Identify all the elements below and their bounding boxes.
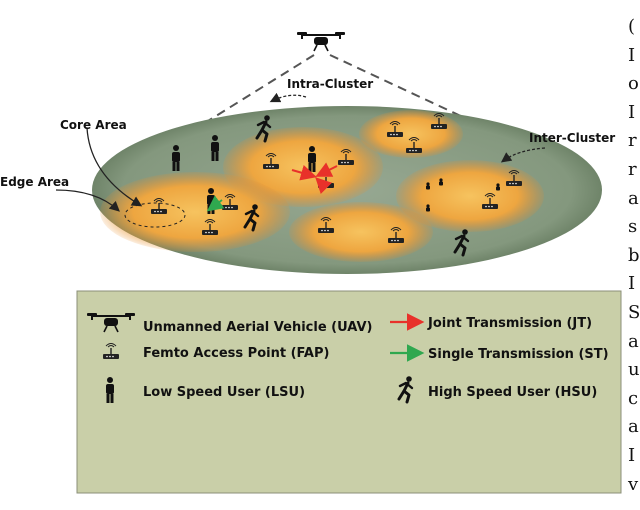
side-text-char: o bbox=[628, 75, 640, 93]
intra-cluster-label: Intra-Cluster bbox=[287, 77, 373, 91]
small-user-icon bbox=[439, 178, 443, 185]
inter-cluster-label: Inter-Cluster bbox=[529, 131, 615, 145]
legend-lsu-label: Low Speed User (LSU) bbox=[143, 385, 305, 400]
side-text-char: ( bbox=[628, 18, 640, 36]
side-text-char: v bbox=[628, 476, 640, 494]
small-user-icon bbox=[496, 183, 500, 190]
side-text-char: s bbox=[628, 218, 640, 236]
side-text-char: a bbox=[628, 190, 640, 208]
side-text-char: r bbox=[628, 132, 640, 150]
side-text-char: r bbox=[628, 161, 640, 179]
side-text-char: I bbox=[628, 275, 640, 293]
small-user-icon bbox=[426, 182, 430, 189]
legend-jt-label: Joint Transmission (JT) bbox=[427, 316, 592, 331]
side-text-char: a bbox=[628, 418, 640, 436]
legend-hsu-label: High Speed User (HSU) bbox=[428, 385, 597, 400]
side-text-char: I bbox=[628, 47, 640, 65]
side-text-char: I bbox=[628, 104, 640, 122]
legend-st-label: Single Transmission (ST) bbox=[428, 347, 609, 362]
side-text-char: a bbox=[628, 333, 640, 351]
edge-area-label: Edge Area bbox=[0, 175, 69, 189]
cell-cluster-right bbox=[396, 160, 544, 232]
legend: Unmanned Aerial Vehicle (UAV) Joint Tran… bbox=[77, 291, 621, 493]
core-area-label: Core Area bbox=[60, 118, 127, 132]
side-text-char: I bbox=[628, 447, 640, 465]
cell-cluster-left bbox=[100, 172, 290, 252]
legend-uav-label: Unmanned Aerial Vehicle (UAV) bbox=[143, 320, 372, 335]
side-text-char: b bbox=[628, 247, 640, 265]
intra-cluster-pointer bbox=[272, 95, 306, 101]
side-text-char: S bbox=[628, 304, 640, 322]
side-text-char: c bbox=[628, 390, 640, 408]
small-user-icon bbox=[426, 204, 430, 211]
side-text-char: u bbox=[628, 361, 640, 379]
uav-drone-icon bbox=[297, 32, 345, 51]
legend-fap-label: Femto Access Point (FAP) bbox=[143, 346, 329, 361]
